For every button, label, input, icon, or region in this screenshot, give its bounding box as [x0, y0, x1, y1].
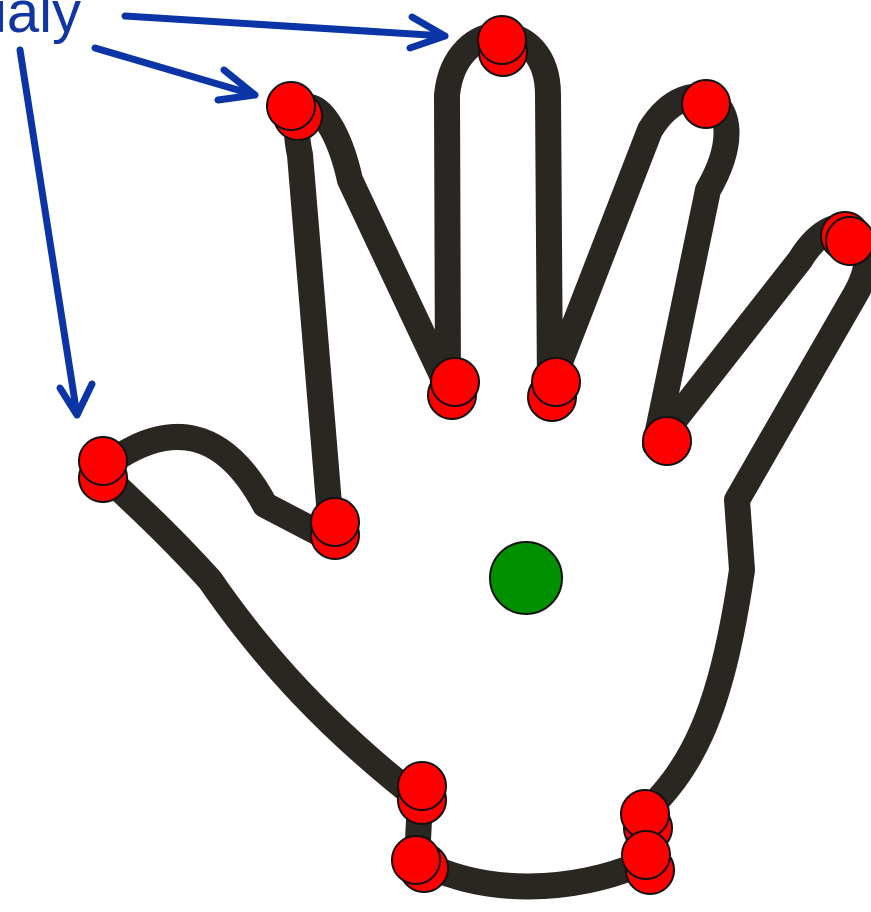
keypoint-wrist-right-lower	[622, 831, 674, 894]
keypoint-ring-tip	[682, 80, 730, 128]
annotation-arrows	[20, 16, 445, 415]
arrow-to-middle-fingertip	[125, 16, 445, 36]
annotation-label: ialy	[0, 0, 81, 45]
keypoint-wrist-left-lower	[392, 836, 448, 892]
keypoint-index-base	[428, 358, 479, 419]
keypoint-index-tip	[267, 82, 322, 140]
keypoint-middle-base	[528, 358, 580, 421]
keypoint-thumb-tip	[79, 437, 127, 502]
keypoint-pinky-tip	[821, 212, 871, 265]
keypoint-wrist-left-upper	[398, 762, 446, 824]
hand-outline	[100, 35, 867, 887]
arrow-to-thumb-tip	[20, 50, 77, 415]
keypoint-thumb-base	[311, 498, 359, 559]
keypoint-ring-base	[643, 417, 691, 465]
palm-center-point	[490, 542, 562, 614]
keypoint-middle-tip	[478, 16, 527, 76]
